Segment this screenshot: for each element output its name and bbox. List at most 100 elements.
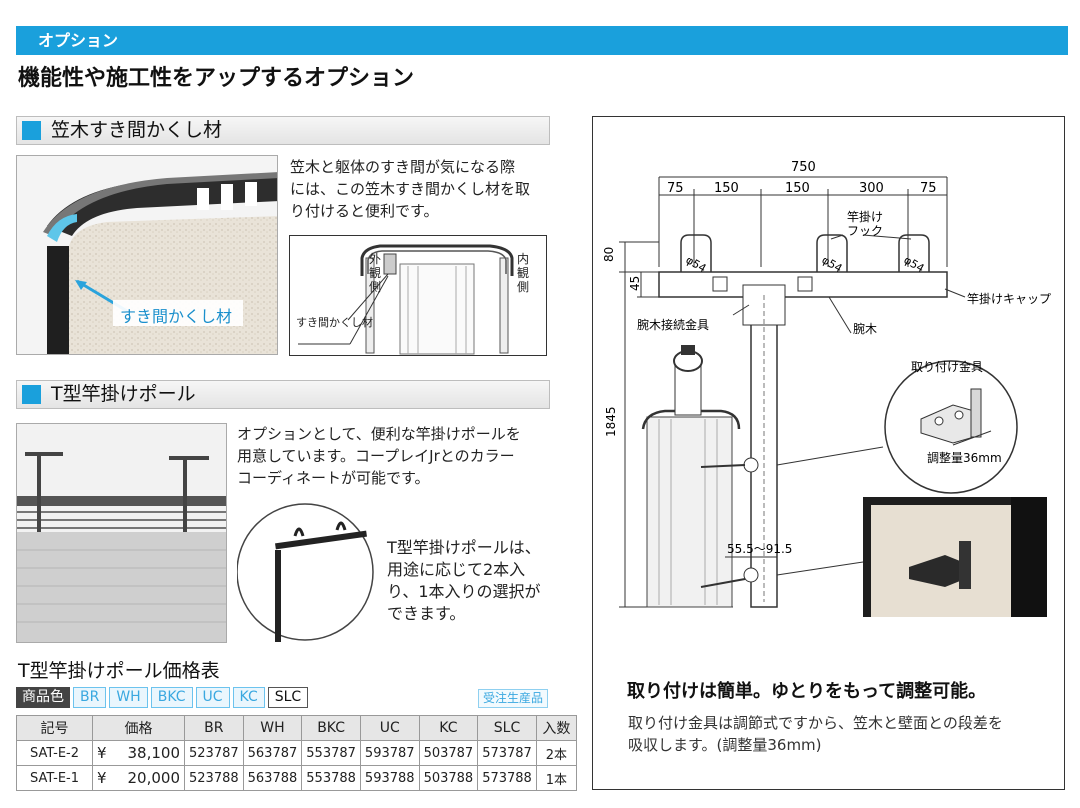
t-pole-title: T型竿掛けポール	[51, 383, 196, 405]
heading-square-icon	[22, 121, 41, 140]
text-line: 用途に応じて2本入	[387, 560, 526, 579]
slc-cell: 573787	[477, 740, 537, 766]
price-table: 記号 価格 BR WH BKC UC KC SLC 入数 SAT-E-2 ¥38…	[16, 715, 577, 791]
dim-seg: 150	[785, 181, 810, 196]
code-cell: SAT-E-1	[16, 765, 93, 791]
diagram-pointer-label: すき間かくし材	[296, 316, 373, 329]
text-line: できます。	[387, 604, 466, 623]
t-pole-note: T型竿掛けポールは、 用途に応じて2本入 り、1本入りの選択が できます。	[387, 537, 541, 625]
qty-cell: 2本	[535, 740, 577, 766]
dim-range: 55.5～91.5	[727, 542, 792, 556]
bkc-cell: 553787	[301, 740, 361, 766]
col-header: 価格	[92, 715, 185, 741]
price-value: 20,000	[127, 769, 181, 787]
text-line: コーディネートが可能です。	[237, 469, 430, 487]
gap-cover-diagram: 外 観 側 内 観 側 すき間かくし材	[289, 235, 547, 356]
table-header-row: 記号 価格 BR WH BKC UC KC SLC 入数	[16, 715, 577, 741]
t-pole-heading: T型竿掛けポール	[16, 380, 550, 409]
col-header: BR	[184, 715, 244, 741]
text-line: 用意しています。コープレイJrとのカラー	[237, 447, 515, 465]
code-cell: SAT-E-2	[16, 740, 93, 766]
uc-cell: 593788	[359, 765, 420, 791]
dim-seg: 75	[920, 181, 937, 196]
dim-total: 750	[791, 160, 816, 175]
dim-80: 80	[602, 247, 616, 262]
text-line: り、1本入りの選択が	[387, 582, 541, 601]
technical-drawing-box	[592, 116, 1065, 790]
bracket-label: 取り付け金具	[911, 359, 983, 374]
t-pole-description: オプションとして、便利な竿掛けポールを 用意しています。コープレイJrとのカラー…	[237, 423, 521, 489]
label-char: 外	[368, 252, 381, 266]
col-header: 記号	[16, 715, 93, 741]
install-lead: 取り付けは簡単。ゆとりをもって調整可能。	[627, 681, 987, 702]
col-header: KC	[418, 715, 479, 741]
arm-label: 腕木	[853, 321, 877, 336]
joint-label: 腕木接続金具	[637, 317, 709, 332]
hook-label: 竿掛け	[847, 209, 883, 224]
hook-label: フック	[847, 224, 883, 238]
price-value: 38,100	[127, 744, 181, 762]
label-char: 観	[516, 266, 529, 280]
gap-cover-photo: すき間かくし材	[16, 155, 278, 355]
gap-cover-photo-label: すき間かくし材	[120, 307, 233, 326]
section-header-label: オプション	[38, 31, 119, 50]
label-char: 側	[368, 280, 381, 294]
color-chip-uc: UC	[195, 687, 230, 708]
table-row: SAT-E-1 ¥20,000 523788 563788 553788 593…	[16, 765, 577, 791]
text-line: には、この笠木すき間かくし材を取	[290, 180, 531, 198]
color-chip-slc: SLC	[267, 687, 309, 708]
kc-cell: 503787	[418, 740, 479, 766]
label-char: 内	[516, 252, 529, 266]
wh-cell: 563788	[242, 765, 303, 791]
col-header: BKC	[301, 715, 361, 741]
dim-seg: 75	[667, 181, 684, 196]
price-cell: ¥20,000	[92, 765, 185, 791]
qty-cell: 1本	[535, 765, 577, 791]
gap-cover-title: 笠木すき間かくし材	[51, 119, 223, 141]
heading-square-icon	[22, 385, 41, 404]
col-header: SLC	[477, 715, 537, 741]
dim-45: 45	[628, 276, 642, 291]
t-pole-detail-circle	[237, 503, 374, 642]
color-chips: 商品色 BR WH BKC UC KC SLC	[16, 687, 309, 708]
page-title: 機能性や施工性をアップするオプション	[18, 66, 415, 91]
label-char: 観	[368, 266, 381, 280]
made-to-order-badge: 受注生産品	[478, 689, 549, 708]
yen-sign: ¥	[97, 744, 107, 762]
br-cell: 523787	[184, 740, 244, 766]
price-table-title: T型竿掛けポール価格表	[18, 660, 220, 682]
text-line: T型竿掛けポールは、	[387, 538, 541, 557]
slc-cell: 573788	[477, 765, 537, 791]
kc-cell: 503788	[418, 765, 479, 791]
price-cell: ¥38,100	[92, 740, 185, 766]
col-header: 入数	[535, 715, 577, 741]
section-header-bar: オプション	[16, 26, 1068, 55]
text-line: り付けると便利です。	[290, 202, 439, 220]
adjust-label: 調整量36mm	[927, 450, 1002, 465]
text-line: 吸収します。(調整量36mm)	[628, 736, 822, 754]
text-line: 笠木と躯体のすき間が気になる際	[290, 158, 516, 176]
yen-sign: ¥	[97, 769, 107, 787]
outer-side-label: 外 観 側	[367, 252, 383, 294]
inner-side-label: 内 観 側	[515, 252, 531, 294]
bkc-cell: 553788	[301, 765, 361, 791]
uc-cell: 593787	[359, 740, 420, 766]
col-header: UC	[359, 715, 420, 741]
gap-cover-description: 笠木と躯体のすき間が気になる際 には、この笠木すき間かくし材を取 り付けると便利…	[290, 156, 530, 222]
dim-seg: 300	[859, 181, 884, 196]
dim-seg: 150	[714, 181, 739, 196]
t-pole-photo	[16, 423, 227, 643]
color-chip-kc: KC	[232, 687, 265, 708]
wh-cell: 563787	[242, 740, 303, 766]
technical-drawing: 750 75 150 150 300 75 80 45 1845 φ54 φ54…	[602, 160, 1051, 617]
col-header: WH	[242, 715, 303, 741]
gap-cover-heading: 笠木すき間かくし材	[16, 116, 550, 145]
dim-1845: 1845	[604, 406, 618, 437]
color-chip-br: BR	[73, 687, 107, 708]
cap-label: 竿掛けキャップ	[967, 291, 1051, 306]
color-chip-bkc: BKC	[150, 687, 193, 708]
table-row: SAT-E-2 ¥38,100 523787 563787 553787 593…	[16, 740, 577, 766]
install-text: 取り付け金具は調節式ですから、笠木と壁面との段差を 吸収します。(調整量36mm…	[628, 712, 1003, 756]
color-chip-wh: WH	[109, 687, 148, 708]
label-char: 側	[516, 280, 529, 294]
